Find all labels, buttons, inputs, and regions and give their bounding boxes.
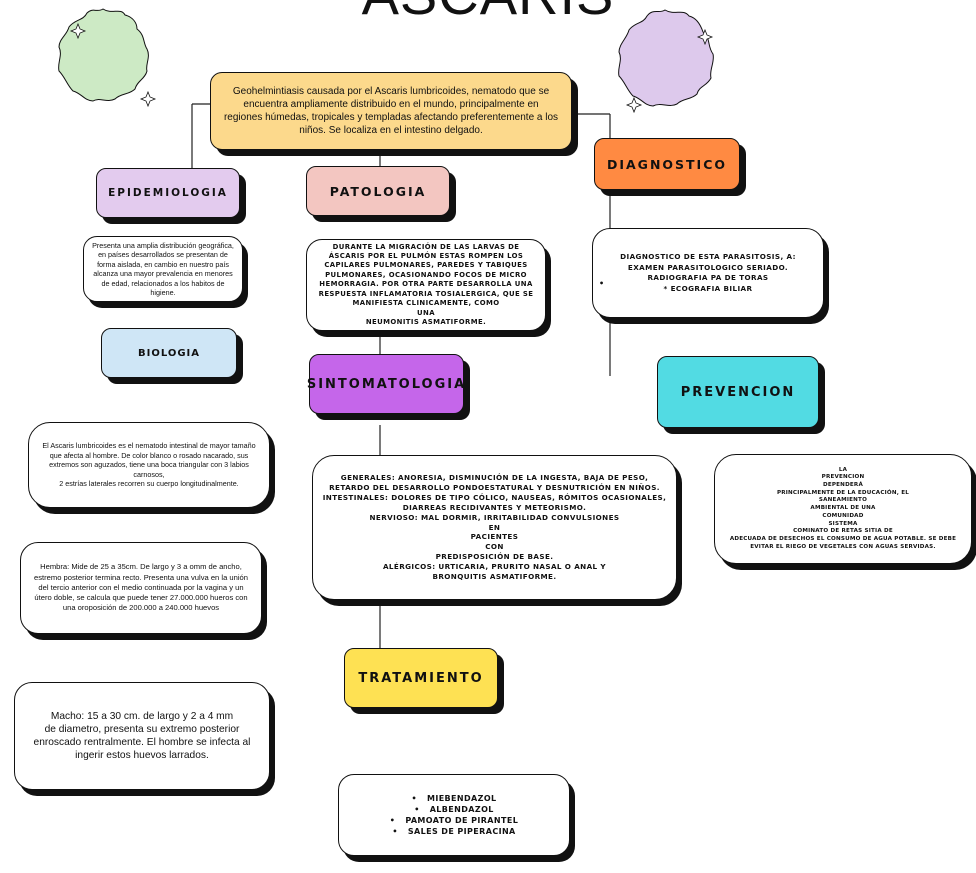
epidemiologia-label: EPIDEMIOLOGIA xyxy=(108,187,228,199)
sintomatologia-label: SINTOMATOLOGIA xyxy=(306,376,467,392)
patologia-label: PATOLOGIA xyxy=(329,183,427,199)
biologia-label: BIOLOGIA xyxy=(137,347,201,359)
sintomatologia-text: GENERALES: ANORESIA, DISMINUCIÓN DE LA I… xyxy=(322,473,667,582)
sparkle-icon xyxy=(625,96,643,114)
biologia-header: BIOLOGIA xyxy=(101,328,237,378)
green-blob-shape xyxy=(58,8,149,102)
patologia-card: DURANTE LA MIGRACIÓN DE LAS LARVAS DE ÁS… xyxy=(306,239,546,331)
patologia-text: DURANTE LA MIGRACIÓN DE LAS LARVAS DE ÁS… xyxy=(318,242,534,326)
patologia-header: PATOLOGIA xyxy=(306,166,450,216)
intro-text: Geohelmintiasis causada por el Ascaris l… xyxy=(223,86,559,136)
intro-box: Geohelmintiasis causada por el Ascaris l… xyxy=(210,72,572,150)
tratamiento-header: TRATAMIENTO xyxy=(344,648,498,708)
purple-blob-shape xyxy=(618,9,714,107)
sparkle-icon xyxy=(696,28,714,46)
sparkle-icon xyxy=(69,22,87,40)
sparkle-icon xyxy=(139,90,157,108)
biologia-text-general: El Ascaris lumbricoides es el nematodo i… xyxy=(42,441,256,489)
biologia-text-hembra: Hembra: Mide de 25 a 35cm. De largo y 3 … xyxy=(33,562,248,613)
prevencion-text: LA PREVENCION DEPENDERÁ PRINCIPALMENTE D… xyxy=(729,466,957,550)
tratamiento-item: PAMOATO DE PIRANTEL xyxy=(390,815,518,826)
page-title: ASCARIS xyxy=(0,0,976,27)
tratamiento-label: TRATAMIENTO xyxy=(358,670,484,686)
sintomatologia-header: SINTOMATOLOGIA xyxy=(306,354,467,414)
prevencion-card: LA PREVENCION DEPENDERÁ PRINCIPALMENTE D… xyxy=(714,454,972,564)
tratamiento-list: MIEBENDAZOL ALBENDAZOL PAMOATO DE PIRANT… xyxy=(390,793,518,837)
biologia-card-hembra: Hembra: Mide de 25 a 35cm. De largo y 3 … xyxy=(20,542,262,634)
tratamiento-item: MIEBENDAZOL xyxy=(390,793,518,804)
diagnostico-bullet: • xyxy=(599,279,605,288)
diagnostico-card: DIAGNOSTICO DE ESTA PARASITOSIS, A: EXAM… xyxy=(592,228,824,318)
tratamiento-card: MIEBENDAZOL ALBENDAZOL PAMOATO DE PIRANT… xyxy=(338,774,570,856)
diagnostico-text: DIAGNOSTICO DE ESTA PARASITOSIS, A: EXAM… xyxy=(620,252,796,293)
tratamiento-item: SALES DE PIPERACINA xyxy=(390,826,518,837)
epidemiologia-header: EPIDEMIOLOGIA xyxy=(96,168,240,218)
diagnostico-header: DIAGNOSTICO xyxy=(594,138,740,190)
biologia-text-macho: Macho: 15 a 30 cm. de largo y 2 a 4 mm d… xyxy=(33,711,251,761)
biologia-card-general: El Ascaris lumbricoides es el nematodo i… xyxy=(28,422,270,508)
tratamiento-item: ALBENDAZOL xyxy=(390,804,518,815)
prevencion-label: PREVENCION xyxy=(680,384,796,400)
diagnostico-label: DIAGNOSTICO xyxy=(606,156,728,172)
biologia-card-macho: Macho: 15 a 30 cm. de largo y 2 a 4 mm d… xyxy=(14,682,270,790)
epidemiologia-text: Presenta una amplia distribución geográf… xyxy=(92,240,234,298)
prevencion-header: PREVENCION xyxy=(657,356,819,428)
epidemiologia-card: Presenta una amplia distribución geográf… xyxy=(83,236,243,302)
sintomatologia-card: GENERALES: ANORESIA, DISMINUCIÓN DE LA I… xyxy=(312,455,677,600)
